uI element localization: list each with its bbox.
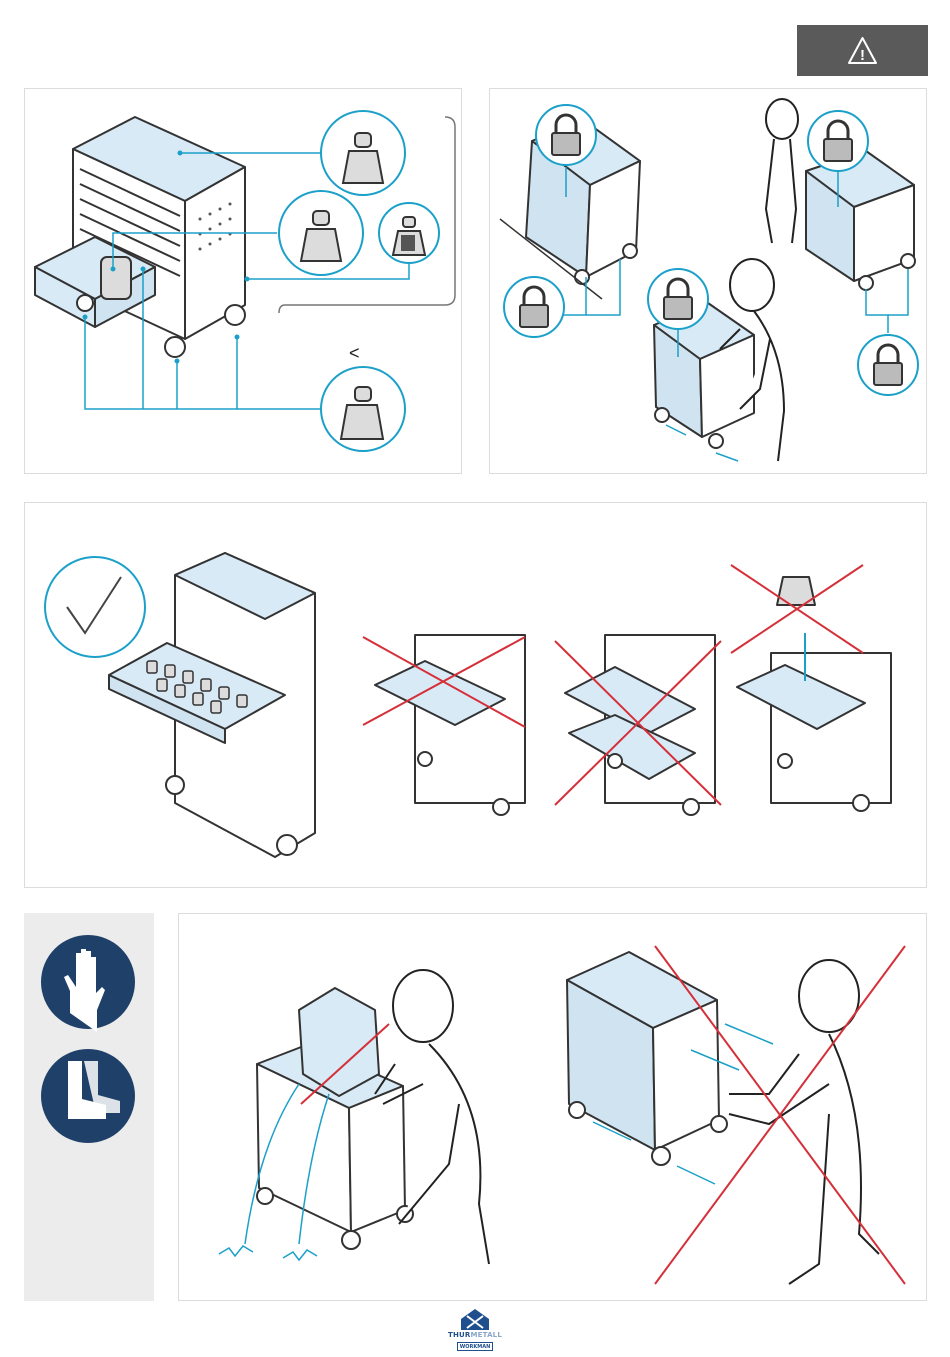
warning-triangle-icon: ! xyxy=(849,38,876,64)
logo-wordmark: THURMETALL xyxy=(443,1331,507,1339)
padlock-icon xyxy=(536,105,596,165)
weight-limits-panel xyxy=(24,88,462,474)
transport-safety-panel xyxy=(178,913,927,1301)
tools-icon xyxy=(443,1308,507,1332)
weight-with-cabinet-icon xyxy=(379,203,439,263)
transport-safety-illustration xyxy=(179,914,928,1302)
weight-icon xyxy=(321,367,405,451)
weight-icon xyxy=(279,191,363,275)
logo-brand-part-a: THUR xyxy=(448,1331,471,1339)
brand-logo: THURMETALL WORKMAN xyxy=(443,1308,507,1354)
locking-panel xyxy=(489,88,927,474)
logo-brand-part-b: METALL xyxy=(470,1331,502,1339)
padlock-icon xyxy=(504,277,564,337)
locking-illustration xyxy=(490,89,928,475)
padlock-icon xyxy=(648,269,708,329)
weight-icon xyxy=(321,111,405,195)
protective-gloves-icon xyxy=(41,935,135,1032)
padlock-icon xyxy=(858,335,918,395)
ppe-column xyxy=(24,913,154,1301)
logo-subtitle: WORKMAN xyxy=(457,1342,493,1351)
weight-limits-illustration xyxy=(25,89,463,475)
padlock-icon xyxy=(808,111,868,171)
drawer-loading-panel xyxy=(24,502,927,888)
comparison-symbol: < xyxy=(349,343,360,364)
drawer-loading-illustration xyxy=(25,503,928,889)
warning-badge: ! xyxy=(797,25,928,76)
safety-boots-icon xyxy=(41,1049,135,1143)
warning-symbol: ! xyxy=(860,47,865,64)
checkmark-icon xyxy=(45,557,145,657)
